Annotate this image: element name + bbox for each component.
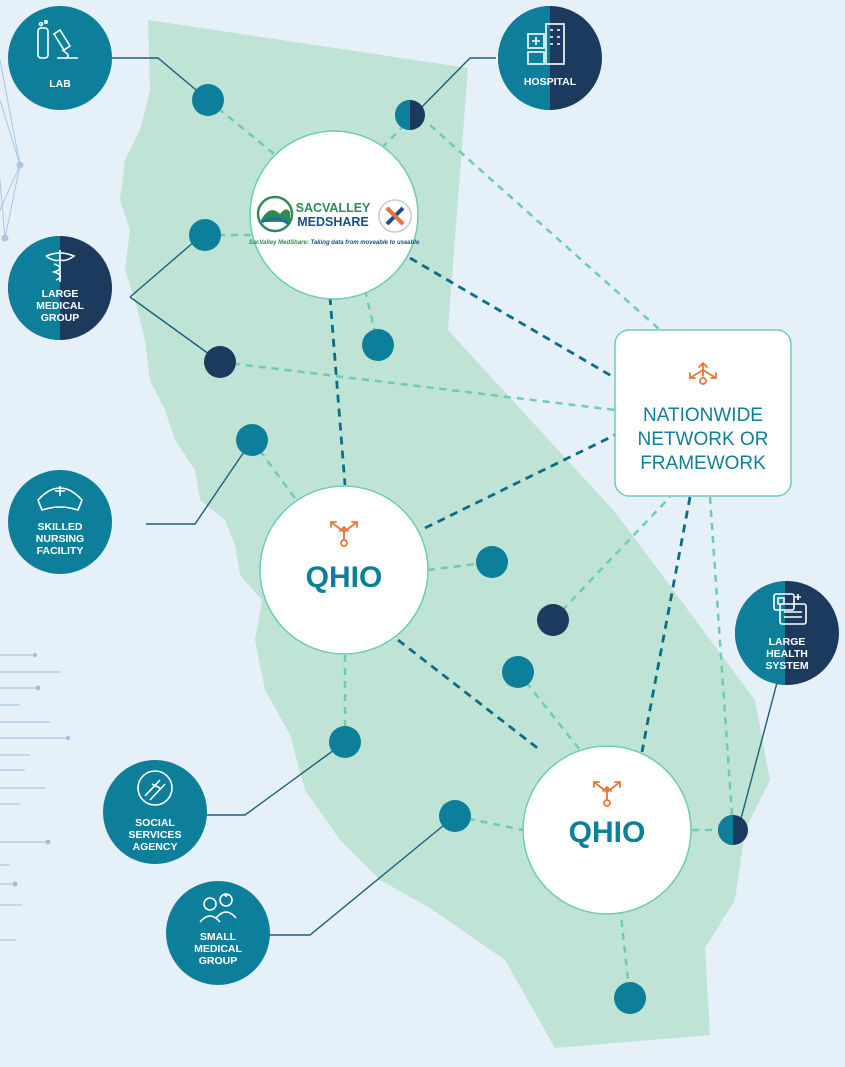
- node-dot: [236, 424, 268, 456]
- node-dot: [476, 546, 508, 578]
- small-medical-group-line2: MEDICAL: [194, 943, 242, 955]
- node-dot: [502, 656, 534, 688]
- node-dot: [329, 726, 361, 758]
- node-dot: [362, 329, 394, 361]
- large-medical-group-line2: MEDICAL: [36, 300, 84, 312]
- node-dots: [189, 84, 748, 1014]
- large-medical-group-line1: LARGE: [42, 288, 79, 300]
- microscope-icon: [37, 19, 78, 59]
- qhio-hub-2: QHIO: [522, 745, 692, 915]
- helping-hands-icon: [137, 770, 173, 806]
- sacvalley-name-line1: SACVALLEY: [296, 201, 371, 215]
- qhio-hub-1: QHIO: [259, 485, 429, 655]
- decorative-circuit-lines: [0, 653, 70, 941]
- large-health-system-line1: LARGE: [769, 636, 806, 648]
- hospital-label: HOSPITAL: [524, 76, 577, 88]
- large-health-system-node: LARGE HEALTH SYSTEM: [735, 581, 839, 685]
- social-services-line1: SOCIAL: [135, 817, 175, 829]
- caduceus-icon: [45, 250, 76, 282]
- nurse-cap-icon: [37, 486, 83, 511]
- sacvalley-tagline: SacValley MedShare: Taking data from mov…: [249, 240, 420, 246]
- small-medical-group-node: SMALL MEDICAL GROUP: [166, 881, 270, 985]
- qhio-label: QHIO: [306, 561, 383, 594]
- skilled-nursing-line2: NURSING: [36, 533, 84, 545]
- skilled-nursing-node: SKILLED NURSING FACILITY: [8, 470, 112, 574]
- large-health-system-line2: HEALTH: [766, 648, 808, 660]
- decorative-network-lines: [0, 59, 24, 242]
- social-services-line3: AGENCY: [133, 841, 178, 853]
- network-arrows-icon: [330, 521, 358, 547]
- social-services-line2: SERVICES: [129, 829, 182, 841]
- node-dot: [537, 604, 569, 636]
- small-medical-group-line1: SMALL: [200, 931, 237, 943]
- lab-node: LAB: [8, 6, 112, 110]
- node-dot: [439, 800, 471, 832]
- qhio-label: QHIO: [569, 816, 646, 849]
- nationwide-network-box: NATIONWIDE NETWORK OR FRAMEWORK: [614, 329, 792, 497]
- node-dot: [204, 346, 236, 378]
- nationwide-line2: NETWORK OR: [638, 429, 769, 450]
- skilled-nursing-line3: FACILITY: [37, 545, 84, 557]
- large-medical-group-node: LARGE MEDICAL GROUP: [8, 236, 112, 340]
- icon-connectors: [110, 57, 784, 936]
- skilled-nursing-line1: SKILLED: [38, 521, 83, 533]
- partner-seal-logo: [378, 199, 412, 233]
- hospital-node: HOSPITAL: [498, 6, 602, 110]
- sacvalley-name-line2: MEDSHARE: [297, 215, 369, 229]
- node-dot: [192, 84, 224, 116]
- social-services-node: SOCIAL SERVICES AGENCY: [103, 760, 207, 864]
- dark-dashed-links: [328, 256, 692, 753]
- network-arrows-icon: [593, 781, 621, 807]
- large-health-system-line3: SYSTEM: [765, 660, 808, 672]
- id-card-icon: [773, 593, 807, 625]
- large-medical-group-line3: GROUP: [41, 312, 80, 324]
- small-medical-group-line3: GROUP: [199, 955, 238, 967]
- node-dot-split: [395, 100, 425, 130]
- node-dot-split: [718, 815, 748, 845]
- hospital-building-icon: [527, 23, 565, 65]
- nationwide-line1: NATIONWIDE: [643, 405, 763, 426]
- nationwide-line3: FRAMEWORK: [640, 453, 766, 474]
- sacvalley-medshare-hub: SACVALLEY MEDSHARE SacValley MedShare: T…: [249, 130, 420, 300]
- node-dot: [189, 219, 221, 251]
- node-dot: [614, 982, 646, 1014]
- network-arrows-icon: [689, 361, 717, 385]
- lab-label: LAB: [49, 78, 71, 90]
- sacvalley-logo-mark: [256, 195, 294, 233]
- doctors-icon: [199, 893, 237, 923]
